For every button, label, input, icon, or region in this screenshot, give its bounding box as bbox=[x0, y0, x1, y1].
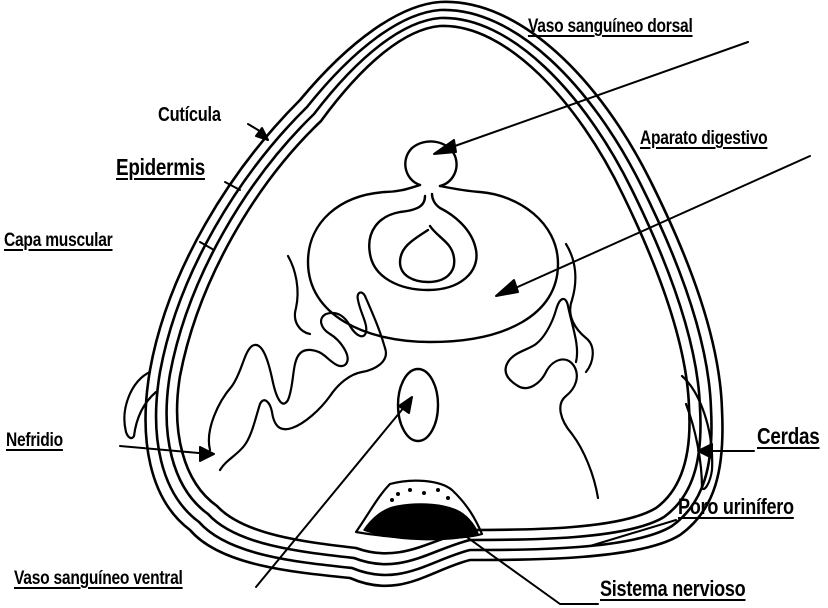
nerve-cord-dots bbox=[390, 488, 450, 502]
epidermis-outline bbox=[156, 10, 711, 575]
label-sistema-nervioso: Sistema nervioso bbox=[600, 578, 745, 600]
label-vaso-sanguineo-ventral: Vaso sanguíneo ventral bbox=[14, 568, 183, 590]
label-cerdas: Cerdas bbox=[757, 425, 819, 447]
label-capa-muscular: Capa muscular bbox=[4, 230, 113, 252]
nerve-cord-fill bbox=[364, 504, 478, 540]
label-aparato-digestivo: Aparato digestivo bbox=[640, 128, 767, 150]
nephridia bbox=[209, 244, 598, 498]
label-epidermis: Epidermis bbox=[116, 156, 205, 178]
digestive-system bbox=[308, 141, 558, 342]
nephridium-right bbox=[506, 299, 598, 498]
leader-nefridio bbox=[120, 446, 210, 454]
arrow-aparato-digestivo bbox=[496, 280, 518, 296]
arrow-nefridio bbox=[200, 447, 214, 461]
intestine-lumen bbox=[400, 226, 454, 282]
label-nefridio: Nefridio bbox=[6, 430, 63, 452]
label-poro-urinifero: Poro urinífero bbox=[678, 496, 794, 518]
label-cuticula: Cutícula bbox=[158, 104, 221, 126]
typhlosole bbox=[369, 194, 476, 290]
nephridium-left bbox=[209, 293, 386, 470]
cuticle-outline bbox=[146, 2, 723, 586]
seta-left bbox=[124, 372, 156, 438]
nephridium-left-tubule bbox=[288, 256, 310, 334]
label-vaso-sanguineo-dorsal: Vaso sanguíneo dorsal bbox=[528, 16, 693, 38]
setae bbox=[124, 372, 712, 489]
nerve-cord bbox=[356, 481, 482, 540]
body-wall bbox=[146, 2, 723, 586]
